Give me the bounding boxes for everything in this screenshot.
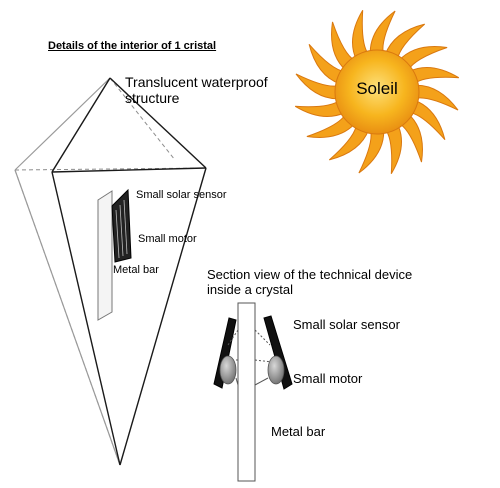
detail-motor-label: Small motor (138, 233, 197, 245)
diagram-title: Details of the interior of 1 cristal (48, 40, 217, 52)
metal-bar-plate (97, 190, 113, 321)
crystal-label: Translucent waterproof structure (125, 74, 268, 106)
section-left-sensor (213, 317, 237, 389)
section-view-title: Section view of the technical device ins… (207, 267, 413, 297)
section-device (213, 302, 293, 482)
crystal-device (97, 188, 132, 321)
sun-rays (294, 9, 460, 175)
section-solar-sensor-label: Small solar sensor (293, 317, 400, 332)
detail-solar-sensor-label: Small solar sensor (136, 189, 227, 201)
section-right-motor (267, 355, 285, 385)
sun-label: Soleil (356, 79, 398, 98)
crystal-structure (14, 77, 207, 466)
detail-metal-bar-label: Metal bar (113, 264, 159, 276)
section-motor-label: Small motor (293, 371, 363, 386)
crystal-front-edges (51, 77, 207, 466)
sun-icon (294, 9, 460, 175)
section-metal-bar-label: Metal bar (271, 424, 326, 439)
section-left-motor (219, 355, 237, 385)
section-metal-bar (237, 302, 256, 482)
sun-core (334, 49, 420, 135)
